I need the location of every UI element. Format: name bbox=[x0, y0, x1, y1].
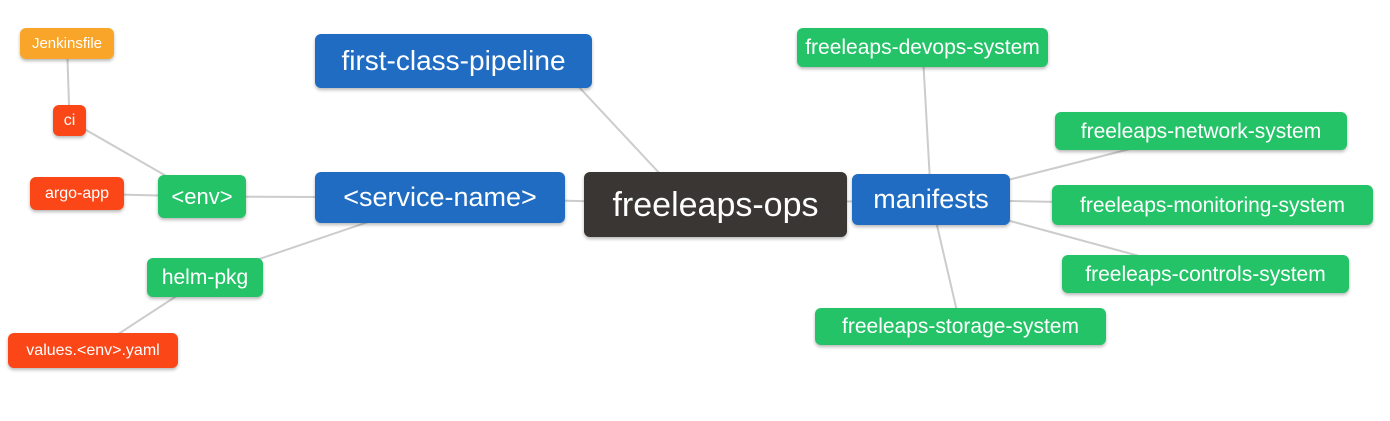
node-env[interactable]: <env> bbox=[158, 175, 246, 218]
node-manifests[interactable]: manifests bbox=[852, 174, 1010, 225]
node-values-env-yaml[interactable]: values.<env>.yaml bbox=[8, 333, 178, 368]
node-freeleaps-monitoring-system[interactable]: freeleaps-monitoring-system bbox=[1052, 185, 1373, 225]
node-freeleaps-network-system[interactable]: freeleaps-network-system bbox=[1055, 112, 1347, 150]
edge-first-class-pipeline--freeleaps-ops bbox=[577, 85, 663, 177]
node-service-name[interactable]: <service-name> bbox=[315, 172, 565, 223]
node-helm-pkg[interactable]: helm-pkg bbox=[147, 258, 263, 297]
node-jenkinsfile[interactable]: Jenkinsfile bbox=[20, 28, 114, 59]
node-freeleaps-ops[interactable]: freeleaps-ops bbox=[584, 172, 847, 237]
node-argo-app[interactable]: argo-app bbox=[30, 177, 124, 210]
node-freeleaps-devops-system[interactable]: freeleaps-devops-system bbox=[797, 28, 1048, 67]
node-freeleaps-controls-system[interactable]: freeleaps-controls-system bbox=[1062, 255, 1349, 293]
node-freeleaps-storage-system[interactable]: freeleaps-storage-system bbox=[815, 308, 1106, 345]
node-ci[interactable]: ci bbox=[53, 105, 86, 136]
node-first-class-pipeline[interactable]: first-class-pipeline bbox=[315, 34, 592, 88]
